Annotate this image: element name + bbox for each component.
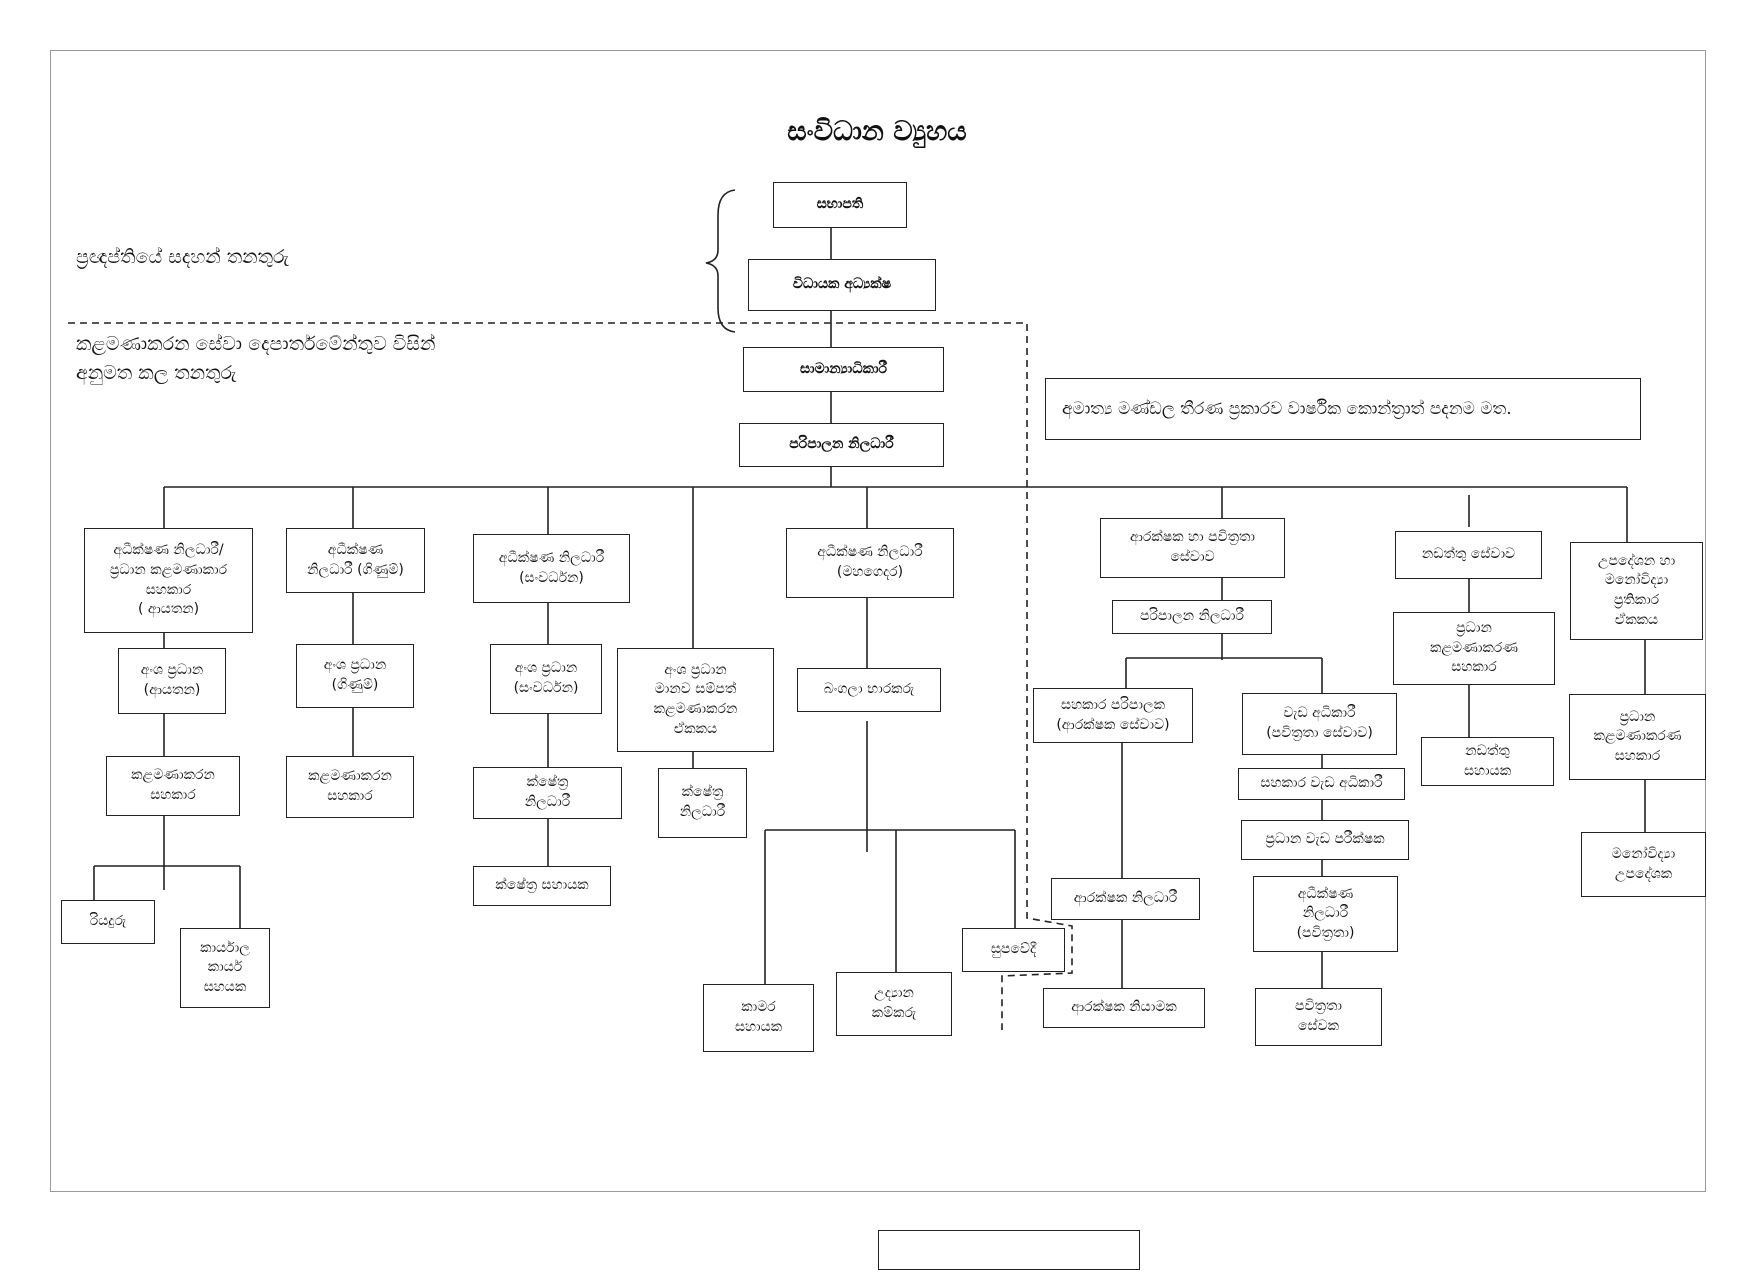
field-assistant-node: ක්ෂේත්‍ර සහායක: [473, 866, 611, 906]
contract-basis-note: අමාත්‍ය මණ්ඩල තීරණ ප්‍රකාරව වාර්ෂික කොන්…: [1045, 378, 1641, 440]
supervisor-node: සුපවේදී: [962, 928, 1065, 972]
page-frame: [50, 50, 1706, 1192]
management-assistant-income-node: කළමණාකරන සහකාර: [106, 756, 240, 816]
hr-unit-node: අංශ ප්‍රධාන මානව සම්පත් කළමණාකරන ඒකකය: [617, 648, 774, 752]
connector-lines: [68, 189, 1646, 1030]
assistant-administrator-security-node: සහකාර පරිපාලක (ආරක්ෂක සේවාව): [1033, 688, 1193, 743]
chief-management-assistant-counselling-node: ප්‍රධාන කළමණාකරණ සහකාර: [1569, 694, 1706, 780]
administrative-officer-node: පරිපාලන නිලධාරී: [739, 423, 944, 467]
supervising-officer-accounts-node: අධීක්ෂණ නිලධාරී (ගිණුම්): [286, 528, 425, 593]
works-superintendent-node: වැඩ අධිකාරී (පවිත්‍රතා සේවාව): [1242, 693, 1397, 755]
chief-works-inspector-node: ප්‍රධාන වැඩ පරීක්ෂක: [1241, 820, 1409, 860]
maintenance-services-node: නඩත්තු සේවාව: [1395, 531, 1542, 579]
bungalow-keeper-node: බංගලා භාරකරු: [797, 668, 941, 712]
footer-blank-box: [878, 1230, 1140, 1270]
security-services-node: ආරක්ෂක හා පවිත්‍රතා සේවාව: [1100, 518, 1285, 578]
room-assistant-node: කාමර සහායක: [703, 984, 814, 1052]
statutory-positions-label: ප්‍රඥප්තියේ සදහන් තනතුරු: [76, 246, 289, 268]
maintenance-assistant-node: නඩත්තු සහායක: [1421, 737, 1554, 786]
diagram-title: සංවිධාන ව්‍යුහය: [787, 116, 967, 147]
field-officer-hr-node: ක්ෂේත්‍ර නිලධාරී: [658, 768, 747, 838]
psychology-counsellor-node: මනෝවිද්‍යා උපදේශක: [1581, 832, 1706, 897]
assistant-works-superintendent-node: සහකාර වැඩ අධිකාරී: [1238, 768, 1405, 800]
supervising-officer-income-node: අධීක්ෂණ නිලධාරී/ ප්‍රධාන කළමණාකාර සහකාර …: [84, 528, 253, 633]
supervising-officer-cleaning-node: අධීක්ෂණ නිලධාරී (පවිත්‍රතා): [1253, 876, 1398, 952]
approved-positions-label: කළමණාකරන සේවා දෙපාර්තමේන්තුව විසින් අනුම…: [76, 333, 436, 385]
department-head-accounts-node: අංශ ප්‍රධාන (ගිණුම්): [296, 644, 414, 708]
management-assistant-accounts-node: කළමණාකරන සහකාර: [286, 756, 414, 818]
security-officer-node: ආරක්ෂක නිලධාරී: [1051, 878, 1200, 920]
security-controller-node: ආරක්ෂක නියාමක: [1043, 988, 1205, 1028]
supervising-officer-development-node: අධීක්ෂණ නිලධාරී (සංවර්ධන): [473, 534, 630, 603]
field-officer-development-node: ක්ෂේත්‍ර නිලධාරී: [473, 767, 622, 819]
garden-labourer-node: උද්‍යාන කම්කරු: [836, 972, 952, 1036]
administrative-officer-security-node: පරිපාලන නිලධාරී: [1112, 600, 1272, 634]
executive-director-node: විධායක අධ්‍යක්ෂ: [748, 259, 936, 311]
general-manager-node: සාමාන්‍යාධිකාරී: [743, 347, 944, 392]
department-head-development-node: අංශ ප්‍රධාන (සංවර්ධන): [490, 644, 602, 714]
office-assistant-node: කාර්යාල කාර්ය සහයක: [180, 928, 270, 1008]
chief-management-assistant-maintenance-node: ප්‍රධාන කළමණාකරණ සහකාර: [1393, 612, 1555, 685]
cleaning-servant-node: පවිත්‍රතා සේවක: [1255, 988, 1382, 1046]
driver-node: රියදුරු: [61, 900, 155, 944]
department-head-income-node: අංශ ප්‍රධාන (ආයතන): [118, 648, 226, 714]
counselling-unit-node: උපදේශන හා මනෝවිද්‍යා ප්‍රතිකාර ඒකකය: [1570, 542, 1703, 640]
chairman-node: සභාපති: [773, 182, 907, 228]
supervising-officer-mahagedara-node: අධීක්ෂණ නිලධාරී (මහගෙදර): [786, 528, 954, 598]
